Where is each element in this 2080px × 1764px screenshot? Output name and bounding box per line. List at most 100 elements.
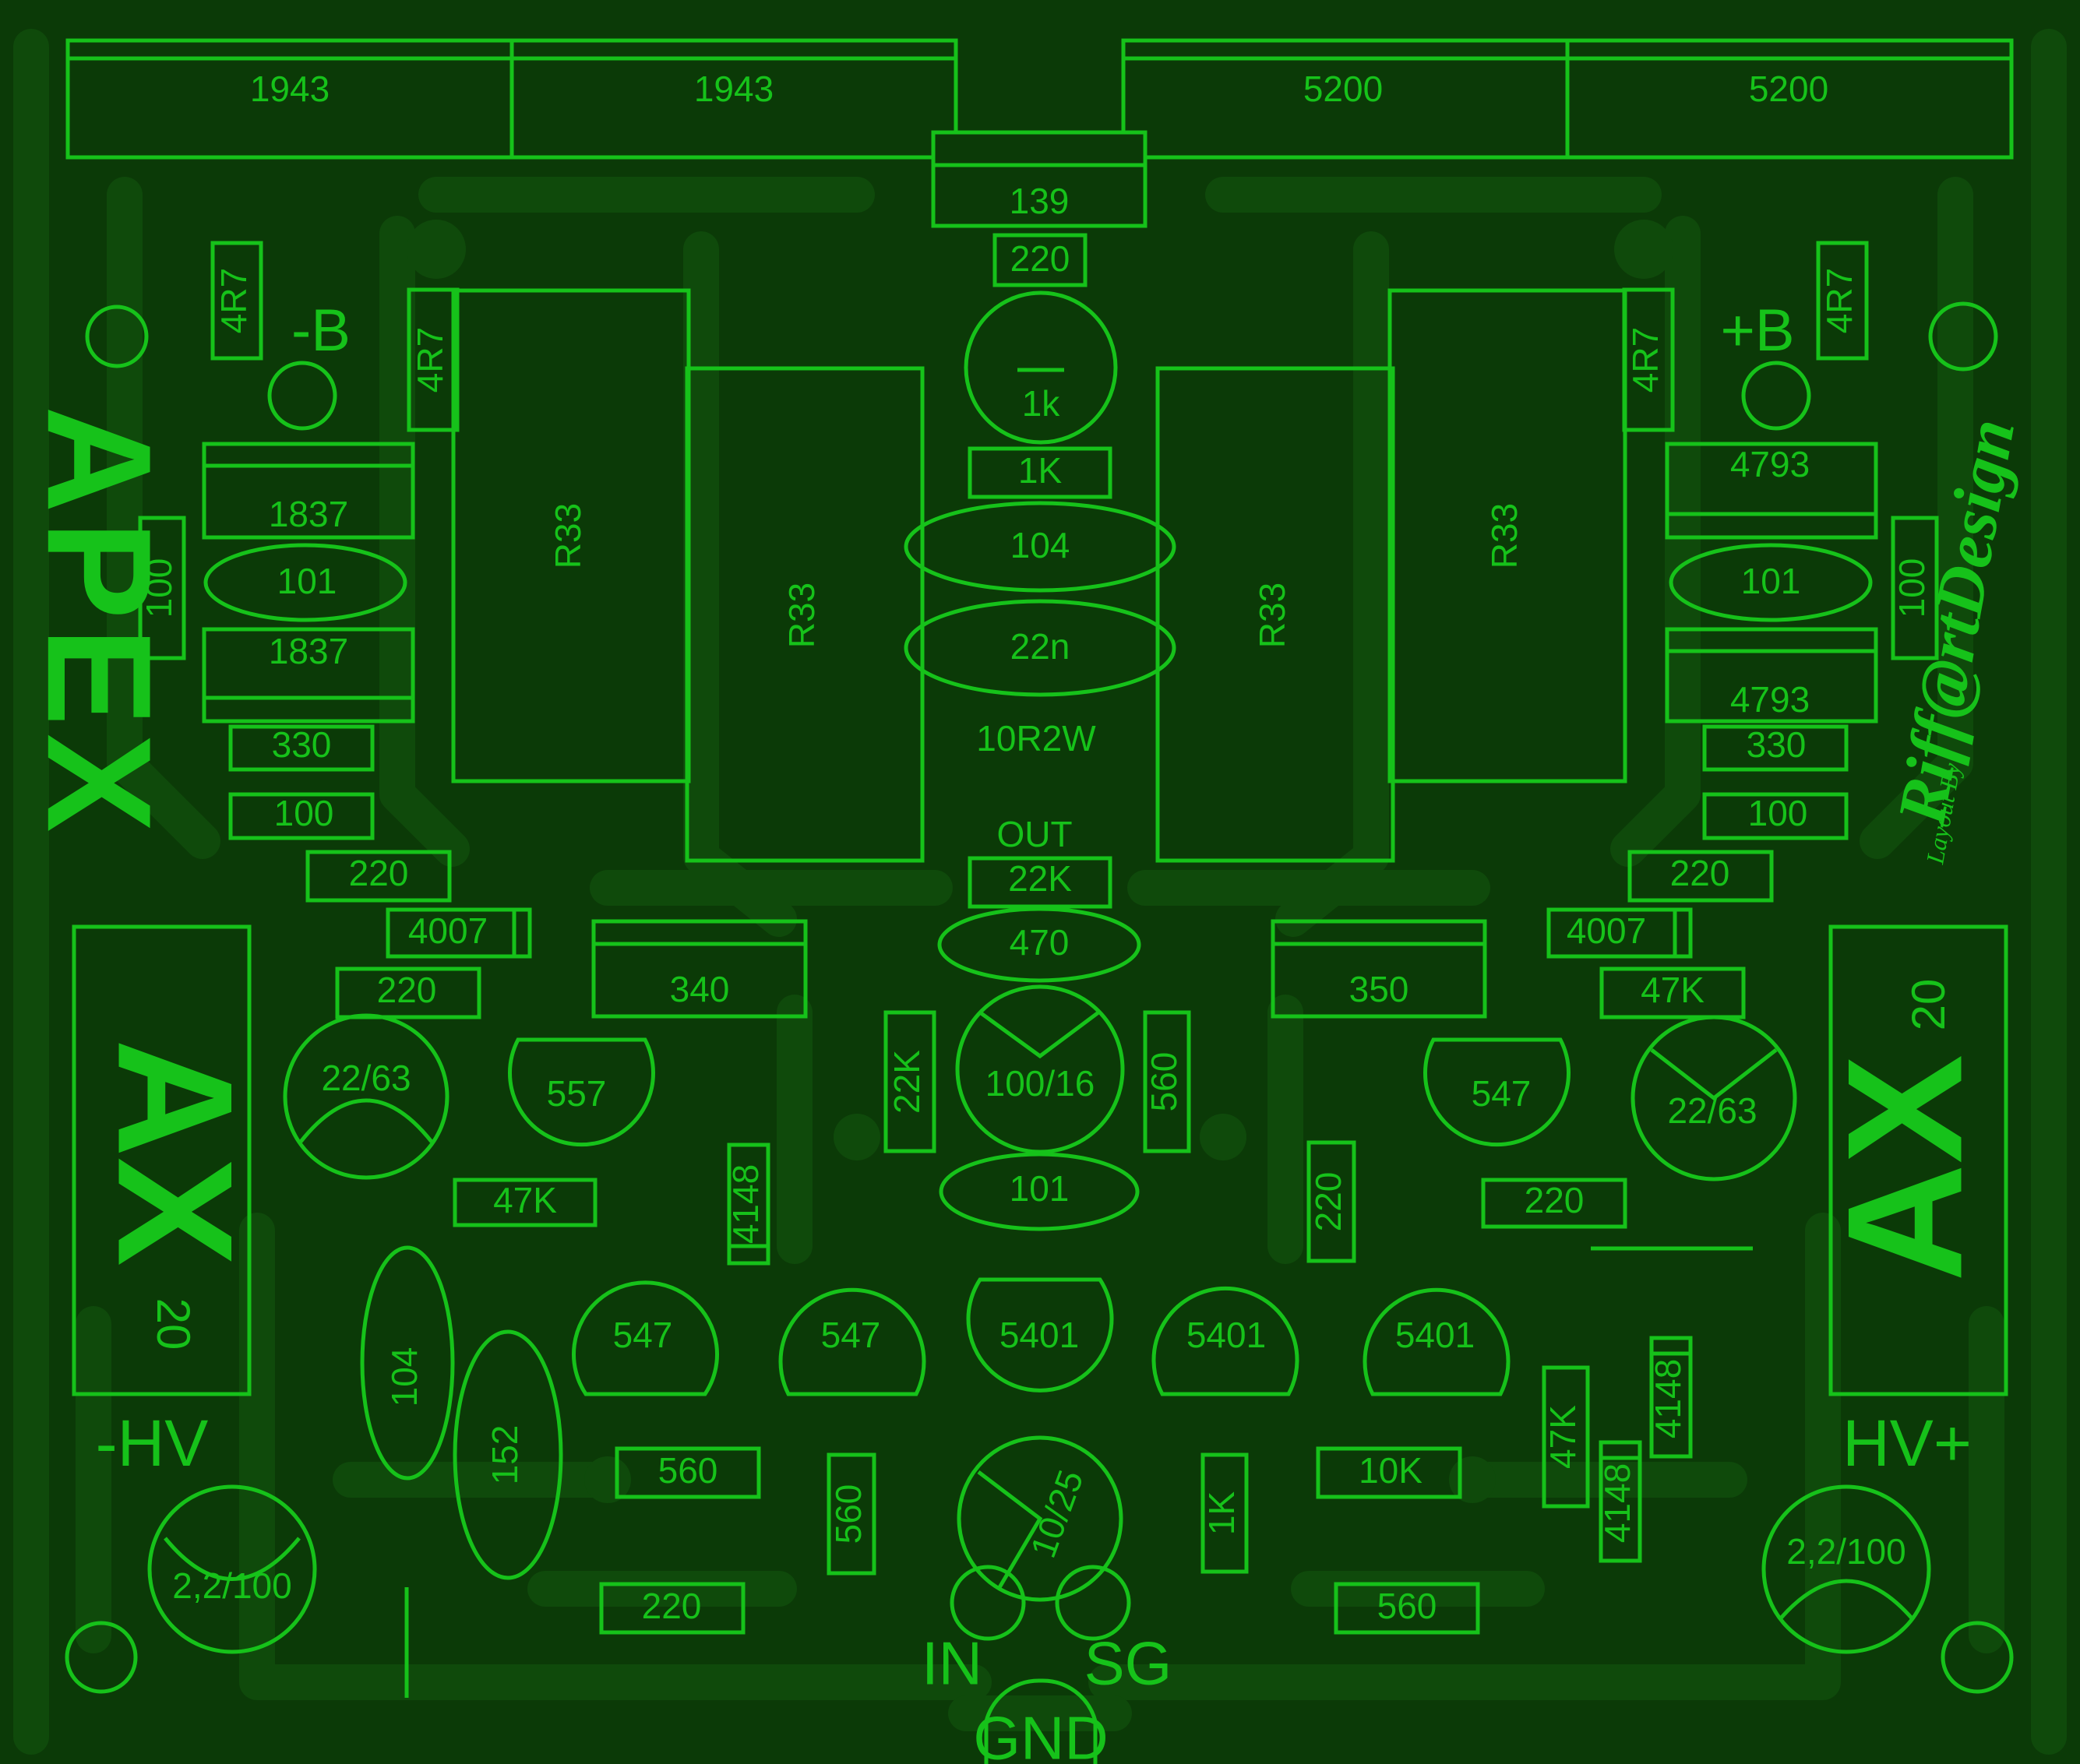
svg-text:220: 220	[642, 1586, 702, 1626]
pos-b-connector: +B	[1720, 298, 1811, 431]
emitter-resistor-r33-a: R33	[451, 288, 691, 783]
svg-text:557: 557	[547, 1073, 607, 1114]
resistor-330-right: 330	[1702, 724, 1849, 772]
diode-4148-right-a: 4148	[1597, 1440, 1642, 1563]
svg-text:4793: 4793	[1730, 679, 1810, 720]
svg-text:104: 104	[1010, 525, 1070, 565]
svg-text:47K: 47K	[1542, 1405, 1583, 1469]
svg-text:1837: 1837	[269, 631, 348, 671]
svg-text:330: 330	[1747, 724, 1807, 765]
svg-text:100: 100	[274, 793, 334, 833]
resistor-100-left-vert: 100	[138, 516, 186, 660]
resistor-47k-right: 47K	[1599, 967, 1746, 1019]
svg-text:4793: 4793	[1730, 444, 1810, 484]
svg-text:2,2/100: 2,2/100	[1786, 1531, 1905, 1572]
svg-text:20: 20	[1902, 979, 1955, 1031]
svg-text:IN: IN	[922, 1629, 982, 1698]
svg-text:GND: GND	[973, 1704, 1108, 1764]
transistor-5401-c: 5401	[1363, 1287, 1511, 1396]
transistor-5401-b: 5401	[1151, 1286, 1299, 1396]
neg-b-connector: -B	[267, 298, 351, 431]
svg-text:22K: 22K	[1008, 858, 1072, 899]
transistor-557: 557	[508, 1037, 655, 1147]
svg-text:100: 100	[1748, 793, 1808, 833]
svg-text:4R7: 4R7	[213, 268, 254, 333]
transistor-1837-a: 1837	[202, 442, 415, 540]
cap-101-left: 101	[203, 543, 407, 622]
resistor-10r2w-label: 10R2W	[976, 718, 1096, 759]
svg-text:1k: 1k	[1022, 383, 1061, 424]
svg-text:4007: 4007	[408, 910, 488, 951]
svg-text:220: 220	[377, 970, 437, 1010]
svg-text:560: 560	[1144, 1052, 1184, 1112]
svg-text:100/16: 100/16	[985, 1063, 1095, 1104]
out-label: OUT	[996, 814, 1072, 854]
svg-text:5401: 5401	[1395, 1315, 1475, 1355]
svg-text:101: 101	[1741, 561, 1801, 601]
resistor-560-center-vert: 560	[827, 1452, 876, 1576]
svg-text:100: 100	[1891, 558, 1932, 618]
svg-text:22K: 22K	[887, 1050, 927, 1114]
svg-text:350: 350	[1349, 969, 1409, 1009]
svg-text:R33: R33	[1484, 503, 1525, 569]
svg-text:47K: 47K	[1641, 970, 1705, 1010]
svg-text:220: 220	[1308, 1172, 1348, 1232]
svg-text:1837: 1837	[269, 494, 348, 534]
cap-101-right: 101	[1669, 543, 1873, 622]
svg-text:4R7: 4R7	[410, 327, 450, 393]
svg-text:4R7: 4R7	[1625, 327, 1666, 393]
resistor-220-right-b: 220	[1481, 1178, 1627, 1229]
svg-text:1943: 1943	[694, 69, 774, 109]
svg-text:AX: AX	[84, 1039, 267, 1266]
mount-hole-top-left	[85, 305, 149, 368]
svg-text:5200: 5200	[1749, 69, 1828, 109]
resistor-4r7-left-b: 4R7	[407, 287, 460, 432]
resistor-100-left: 100	[228, 792, 375, 840]
transistor-1837-b: 1837	[202, 627, 415, 724]
resistor-4r7-left-a: 4R7	[210, 241, 263, 361]
svg-text:-B: -B	[291, 298, 351, 364]
svg-text:10K: 10K	[1359, 1450, 1423, 1491]
bias-transistor-139: 139	[931, 130, 1148, 228]
cap-10-25: 10/25	[957, 1435, 1123, 1602]
svg-text:1943: 1943	[250, 69, 330, 109]
cap-2-2-100-right: 2,2/100	[1761, 1484, 1931, 1654]
emitter-resistor-r33-c: R33	[1155, 366, 1395, 863]
svg-text:139: 139	[1010, 181, 1070, 221]
resistor-220-right-vert: 220	[1306, 1140, 1356, 1263]
resistor-220-top: 220	[992, 233, 1088, 287]
mount-hole-bottom-left	[65, 1621, 138, 1694]
svg-text:547: 547	[1472, 1073, 1532, 1114]
transistor-5401-a: 5401	[966, 1277, 1114, 1393]
svg-text:101: 101	[1010, 1168, 1070, 1209]
svg-text:4148: 4148	[725, 1164, 766, 1244]
transistor-4793-a: 4793	[1665, 442, 1878, 540]
cap-470: 470	[937, 907, 1141, 983]
ax20-module-left: AX 20	[72, 924, 267, 1396]
transistor-350: 350	[1271, 919, 1487, 1019]
resistor-22k-center: 22K	[968, 856, 1112, 909]
mount-hole-bottom-right	[1941, 1621, 2014, 1694]
resistor-100-right: 100	[1702, 792, 1849, 840]
svg-text:4148: 4148	[1597, 1463, 1638, 1543]
transistor-547-b: 547	[778, 1287, 926, 1396]
svg-text:220: 220	[1670, 853, 1730, 893]
resistor-560-left: 560	[615, 1446, 761, 1499]
svg-text:5200: 5200	[1303, 69, 1383, 109]
transistor-5200-a: 5200	[1121, 38, 1570, 160]
copper-traces	[13, 29, 2067, 1755]
svg-text:SG: SG	[1084, 1629, 1172, 1698]
diode-4148-right-b: 4148	[1648, 1336, 1693, 1459]
resistor-220-left-c: 220	[599, 1582, 746, 1635]
svg-text:2,2/100: 2,2/100	[172, 1565, 291, 1606]
transistor-5200-b: 5200	[1565, 38, 2014, 160]
svg-text:20: 20	[147, 1298, 199, 1350]
cap-101-center: 101	[939, 1152, 1140, 1231]
resistor-4r7-right-a: 4R7	[1622, 287, 1675, 432]
diode-4007-right: 4007	[1546, 907, 1693, 959]
transistor-4793-b: 4793	[1665, 627, 1878, 724]
input-connector: IN SG GND	[922, 1565, 1172, 1764]
resistor-1k-vert: 1K	[1200, 1452, 1249, 1574]
cap-22-63-left: 22/63	[283, 1013, 449, 1180]
